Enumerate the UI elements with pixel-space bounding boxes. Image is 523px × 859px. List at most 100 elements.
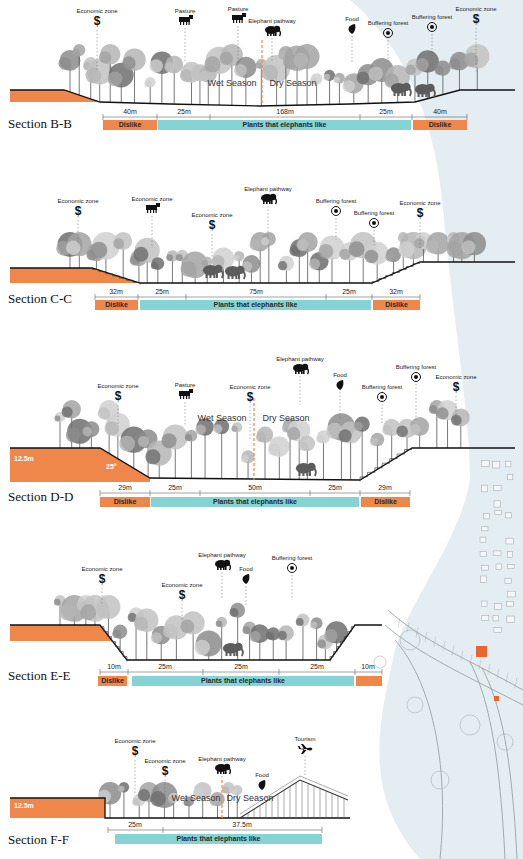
map-tree [497,734,513,750]
dimension: 10m [361,663,375,671]
tree-crown [134,617,148,631]
tree-trunk [79,53,80,96]
tree-crown [145,449,160,464]
tree-crown [256,62,262,68]
season-label: Dry Season [262,413,309,423]
band-label: Plants that elephants like [176,834,260,844]
tree-crown [324,70,335,81]
elephant-leg [299,471,301,476]
target-dot [380,395,384,399]
house [480,551,486,557]
icon-group [78,13,476,805]
house [507,616,514,622]
tree-trunk [191,438,192,478]
tree-crown [66,428,81,443]
elephant-leg [271,200,273,204]
section-drawing [10,398,515,496]
dollar-sign: $ [473,13,480,25]
tree-crown [118,786,124,792]
house [507,602,514,607]
elevation: 25° [106,463,117,471]
zone-label: Elephant pathway [248,18,296,25]
house [482,615,489,620]
zone-label: Buffering forest [316,198,357,205]
zone-label: Economic zone [161,582,202,589]
tree-crown [231,426,237,432]
leader-line [268,206,269,240]
dimension: 25m [168,484,182,492]
tree-crown [296,614,309,627]
leader-line [246,586,247,605]
tree-crown [409,424,420,435]
leader-line [185,28,186,62]
elephant-leg [220,566,222,570]
elephant-leg [275,32,277,36]
liked-plants-band: Plants that elephants like [140,300,371,310]
house [495,510,502,514]
house [482,565,489,570]
house [507,591,515,597]
tree-crown [180,619,194,633]
cow-leg [150,210,151,213]
section-title: Section F-F [8,833,69,848]
leader-line [222,572,223,600]
leader-line [388,40,389,62]
cow-leg [239,20,240,23]
elephant-leg [270,32,272,36]
elephant-leg [217,566,219,570]
elephant-leg [428,92,430,97]
house [508,551,513,557]
cow-icon [232,13,246,23]
cow-leg [189,22,190,25]
house [505,461,511,467]
liked-plants-band: Plants that elephants like [115,834,322,844]
dimension-tick [163,827,164,833]
tree-crown [447,242,463,258]
tree-crown [113,238,124,249]
tree-crown [311,617,323,629]
tree-trunk [323,440,324,480]
tree-crown [371,433,385,447]
tree-crown [287,427,300,440]
boardwalk-post [314,786,315,818]
tree-crown [113,625,127,639]
elephant-leg [228,274,230,279]
road-tick [398,618,400,628]
elephant-leg [206,273,208,278]
leader-line [250,406,251,440]
stair-steps [360,450,412,482]
tree-trunk [123,789,124,818]
leader-line [272,38,273,62]
dimension-tick [203,669,204,675]
section-drawing [10,595,382,675]
dimension: 25m [342,288,356,296]
map-tree [374,656,386,668]
elephant-leg [216,273,218,278]
dislike-band: Dislike [95,300,138,310]
elephant-leg [401,91,403,96]
map-marker [494,696,499,701]
elephant-leg [309,471,311,476]
leader-line [305,756,306,775]
tree-crown [343,80,355,92]
ele-icon [225,266,245,279]
dollar-sign: $ [75,205,82,217]
tree-crown [355,416,370,431]
tree-crown [95,603,109,617]
tree-crown [300,436,316,452]
tree-crown [464,53,479,68]
paper-area [0,0,470,859]
cow-leg [186,22,187,25]
leader-line [340,392,341,420]
tree-trunk [221,430,222,479]
dollar-sign: $ [162,765,169,777]
cow-leg [180,396,181,399]
dimension-tick [355,669,356,675]
tree-crown [220,52,233,65]
zone-label: Economic zone [144,758,185,765]
tree-crown [370,437,378,445]
road [395,640,443,859]
elephant-trunk [229,564,230,570]
section-title: Section B-B [8,117,72,132]
road-tick [461,650,463,660]
